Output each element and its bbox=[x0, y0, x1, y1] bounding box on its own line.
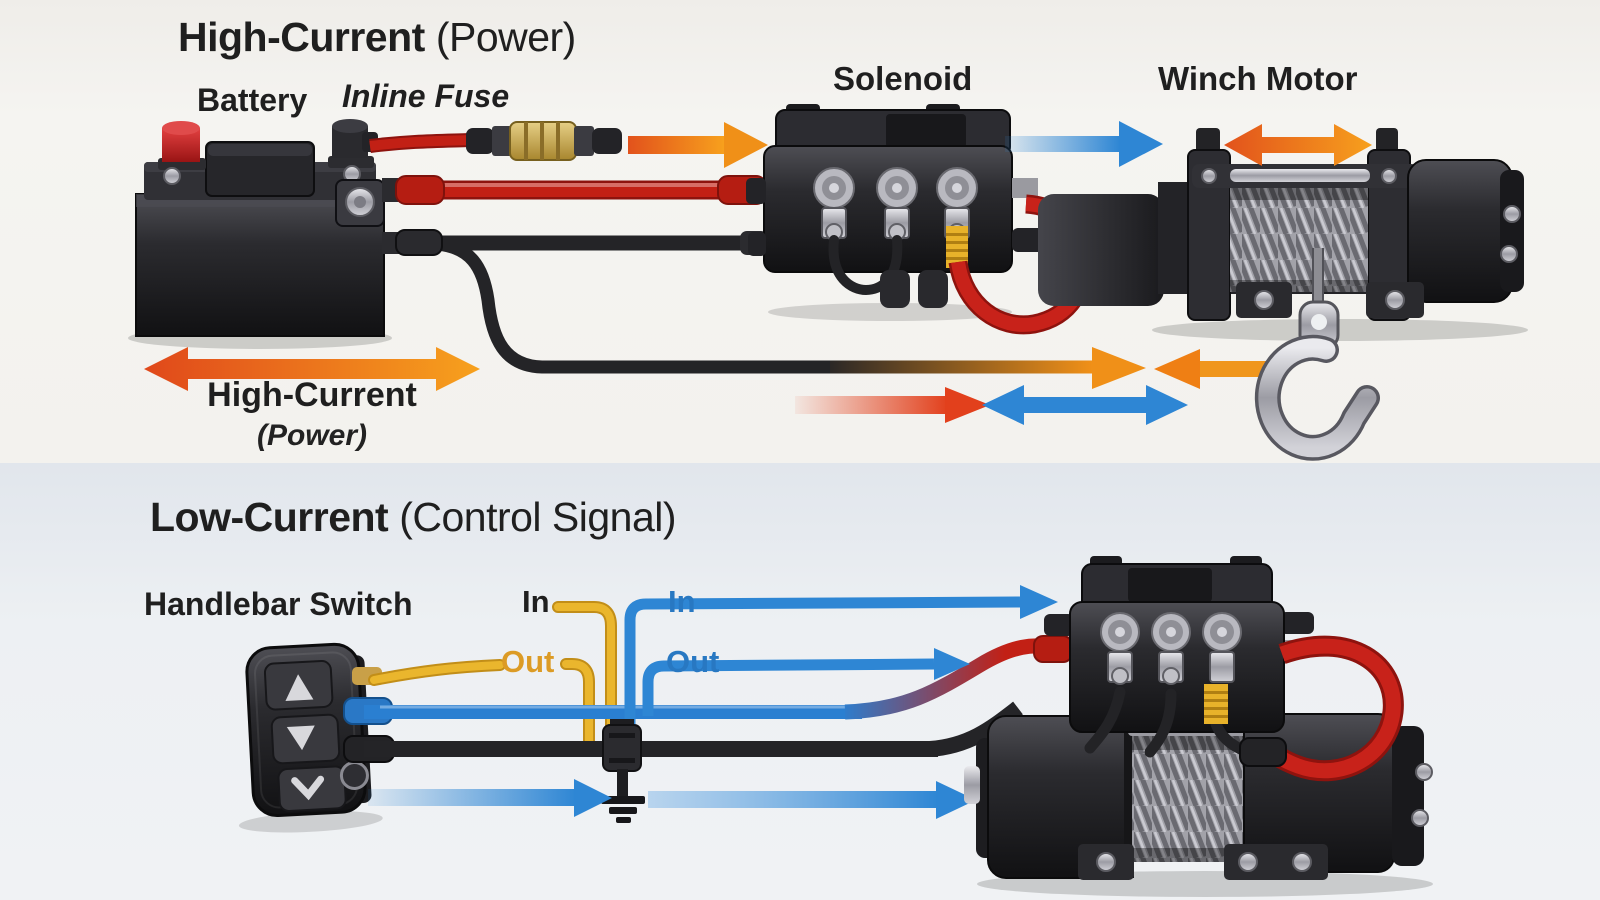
switch-down-button bbox=[270, 713, 341, 765]
high-current-title: High-Current(Power) bbox=[178, 14, 577, 60]
high-current-flow-label-bold: High-Current bbox=[207, 376, 417, 414]
switch-chevron-button bbox=[277, 765, 347, 812]
power-arrow-right-head bbox=[1092, 347, 1146, 389]
blue-out-signal-arrow bbox=[642, 648, 970, 716]
winch-assembly-illustration bbox=[964, 556, 1433, 897]
solenoid-label: Solenoid bbox=[833, 60, 973, 97]
low-current-title-paren: (Control Signal) bbox=[399, 494, 677, 540]
chevron-down-icon bbox=[291, 775, 325, 801]
handlebar-switch-label: Handlebar Switch bbox=[144, 586, 413, 622]
yellow-heat-shrink-band-bottom bbox=[1204, 684, 1228, 724]
handlebar-switch-illustration bbox=[238, 642, 383, 833]
yellow-heat-shrink-band bbox=[946, 226, 968, 268]
signal-wire-yellow-in bbox=[552, 601, 617, 742]
high-current-flow-label-paren: (Power) bbox=[256, 419, 367, 452]
blue-in-signal-arrow bbox=[624, 585, 1058, 736]
orange-arrow-fuse-to-solenoid bbox=[628, 122, 768, 168]
blue-double-arrow-cable bbox=[982, 385, 1188, 425]
ground-clamp bbox=[602, 719, 642, 797]
winch-motor-illustration bbox=[1038, 128, 1528, 341]
battery-illustration bbox=[128, 119, 400, 349]
ground-wire-bottom bbox=[343, 701, 1023, 763]
inline-fuse-illustration bbox=[466, 121, 622, 161]
red-loop-cable-bottom bbox=[1239, 635, 1404, 782]
battery-positive-terminal bbox=[158, 121, 206, 170]
winch-motor-label: Winch Motor bbox=[1158, 60, 1358, 97]
blue-arrow-solenoid-to-winch bbox=[1005, 121, 1163, 167]
high-current-flow-label: High-Current (Power) bbox=[182, 376, 442, 453]
ground-cable-power-flow bbox=[430, 237, 1146, 389]
low-current-title: Low-Current(Control Signal) bbox=[150, 494, 677, 540]
inline-fuse-label: Inline Fuse bbox=[342, 78, 510, 114]
signal-wire-blue-main bbox=[343, 635, 1073, 725]
solenoid-illustration-bottom bbox=[1044, 556, 1314, 760]
solenoid-out-label: Out bbox=[666, 644, 720, 679]
switch-in-label: In bbox=[522, 584, 550, 619]
positive-cable-fused bbox=[362, 121, 622, 161]
down-arrow-icon bbox=[286, 725, 315, 751]
solenoid-in-label: In bbox=[668, 584, 696, 619]
winch-cable-drum bbox=[1230, 188, 1368, 292]
up-arrow-icon bbox=[285, 674, 314, 701]
solenoid-terminal-studs bbox=[813, 167, 978, 209]
switch-out-label: Out bbox=[501, 644, 555, 679]
signal-flow-arrow-right bbox=[648, 781, 976, 819]
signal-flow-arrow-left bbox=[368, 779, 612, 817]
solenoid-jumper-wire bbox=[828, 235, 903, 296]
high-current-flow-arrow bbox=[144, 347, 480, 391]
high-current-title-bold: High-Current bbox=[178, 14, 425, 60]
signal-wire-yellow-out bbox=[352, 658, 595, 748]
motor-coupling bbox=[1038, 194, 1164, 306]
switch-round-port bbox=[339, 760, 369, 790]
battery-label: Battery bbox=[197, 82, 308, 118]
red-power-arrow bbox=[795, 387, 990, 423]
hook-icon bbox=[1254, 248, 1380, 461]
switch-up-button bbox=[263, 660, 334, 711]
positive-cable-main bbox=[395, 175, 767, 205]
low-current-title-bold: Low-Current bbox=[150, 494, 389, 540]
high-current-title-paren: (Power) bbox=[435, 14, 577, 60]
drum-direction-arrow bbox=[1224, 124, 1372, 166]
